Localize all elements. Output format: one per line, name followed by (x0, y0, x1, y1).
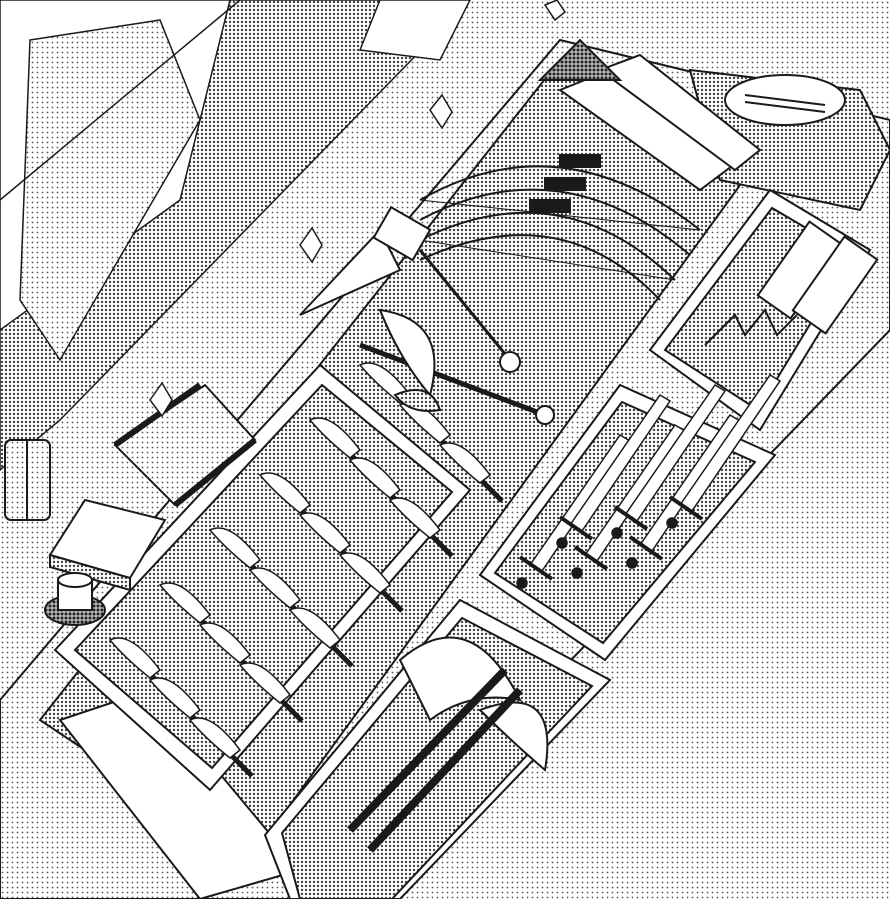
back-shelf (0, 0, 472, 471)
spike-mace (299, 205, 521, 373)
knife (188, 717, 254, 778)
quiver-group (537, 38, 762, 192)
axe-tray (263, 598, 612, 899)
scroll (113, 382, 257, 508)
knife (388, 497, 454, 558)
sword-tray (478, 383, 777, 662)
side-table (688, 68, 890, 212)
arrow-tray (648, 188, 879, 432)
sword (611, 383, 727, 539)
knife (288, 607, 354, 668)
candle (44, 572, 106, 626)
book (48, 498, 167, 592)
sword-group (516, 373, 782, 589)
knife (238, 662, 304, 723)
lantern (4, 439, 51, 521)
knife (338, 552, 404, 613)
crystal-group (149, 0, 567, 418)
sword (666, 373, 782, 529)
bow-rack (419, 154, 701, 301)
sword (556, 393, 672, 549)
knife (438, 442, 504, 503)
double-axe (359, 308, 555, 425)
